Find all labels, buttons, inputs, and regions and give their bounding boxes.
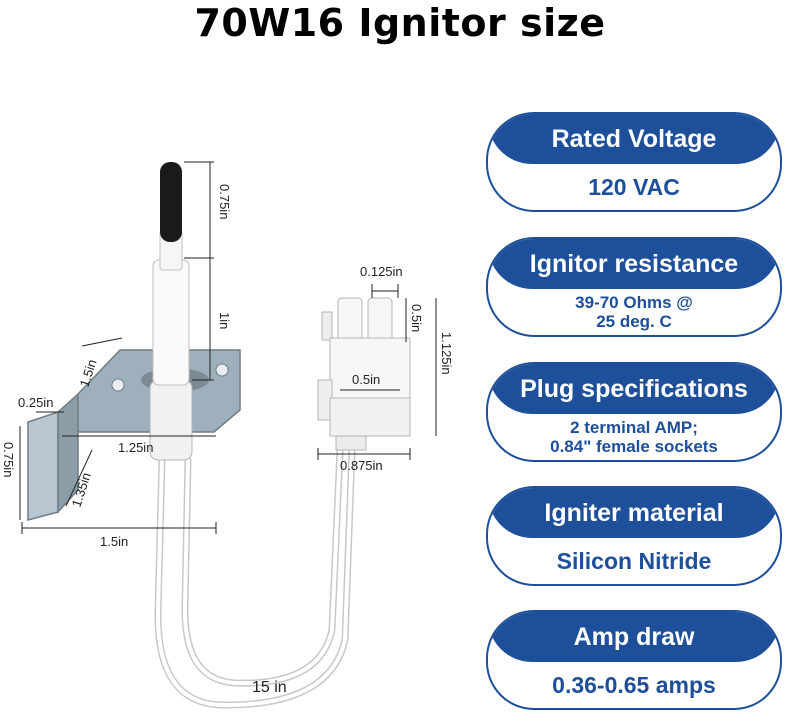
spec-label: Igniter material — [488, 488, 780, 538]
dim-bracket-side: 0.75in — [1, 442, 16, 477]
dim-bracket-width: 1.25in — [118, 440, 153, 455]
spec-value-line: Silicon Nitride — [556, 548, 712, 574]
dim-plug-body: 0.5in — [352, 372, 380, 387]
spec-value-line: 120 VAC — [588, 174, 680, 200]
page-title: 70W16 Ignitor size — [194, 1, 606, 45]
spec-label: Rated Voltage — [488, 114, 780, 164]
spec-value: 0.36-0.65 amps — [488, 662, 780, 708]
spec-value-line: 25 deg. C — [596, 312, 672, 331]
spec-value-line: 2 terminal AMP; — [570, 418, 698, 437]
spec-label: Ignitor resistance — [488, 239, 780, 289]
spec-igniter-material: Igniter material Silicon Nitride — [486, 486, 782, 586]
spec-value-line: 39-70 Ohms @ — [575, 293, 693, 312]
ignitor-diagram: 0.75in 1in 1.5in 0.25in 0.75in 1.25in 1.… — [1, 161, 454, 709]
dim-pin-height: 0.5in — [409, 304, 424, 332]
ceramic-body — [149, 229, 193, 461]
spec-value: Silicon Nitride — [488, 538, 780, 584]
spec-rated-voltage: Rated Voltage 120 VAC — [486, 112, 782, 212]
spec-value: 120 VAC — [488, 164, 780, 210]
spec-label: Amp draw — [488, 612, 780, 662]
bracket-side-tab — [27, 392, 79, 521]
spec-label: Plug specifications — [488, 364, 780, 414]
dim-probe-body: 1in — [217, 312, 232, 329]
dim-plug-width: 0.875in — [340, 458, 383, 473]
spec-plug-specifications: Plug specifications 2 terminal AMP; 0.84… — [486, 362, 782, 462]
plug-connector — [317, 297, 411, 451]
dim-lead-length: 15 in — [252, 679, 287, 696]
dim-pin-spacing: 0.125in — [360, 264, 403, 279]
spec-ignitor-resistance: Ignitor resistance 39-70 Ohms @ 25 deg. … — [486, 237, 782, 337]
spec-value-line: 0.36-0.65 amps — [552, 672, 716, 698]
lead-wires — [154, 446, 356, 709]
dim-plug-height: 1.125in — [439, 332, 454, 375]
spec-value-line: 0.84" female sockets — [550, 437, 718, 456]
dim-probe-tip: 0.75in — [217, 184, 232, 219]
spec-amp-draw: Amp draw 0.36-0.65 amps — [486, 610, 782, 710]
spec-value: 2 terminal AMP; 0.84" female sockets — [488, 414, 780, 460]
dim-overall-width: 1.5in — [100, 534, 128, 549]
dim-bracket-tab: 0.25in — [18, 395, 53, 410]
silicon-nitride-tip — [160, 162, 182, 242]
spec-value: 39-70 Ohms @ 25 deg. C — [488, 289, 780, 335]
